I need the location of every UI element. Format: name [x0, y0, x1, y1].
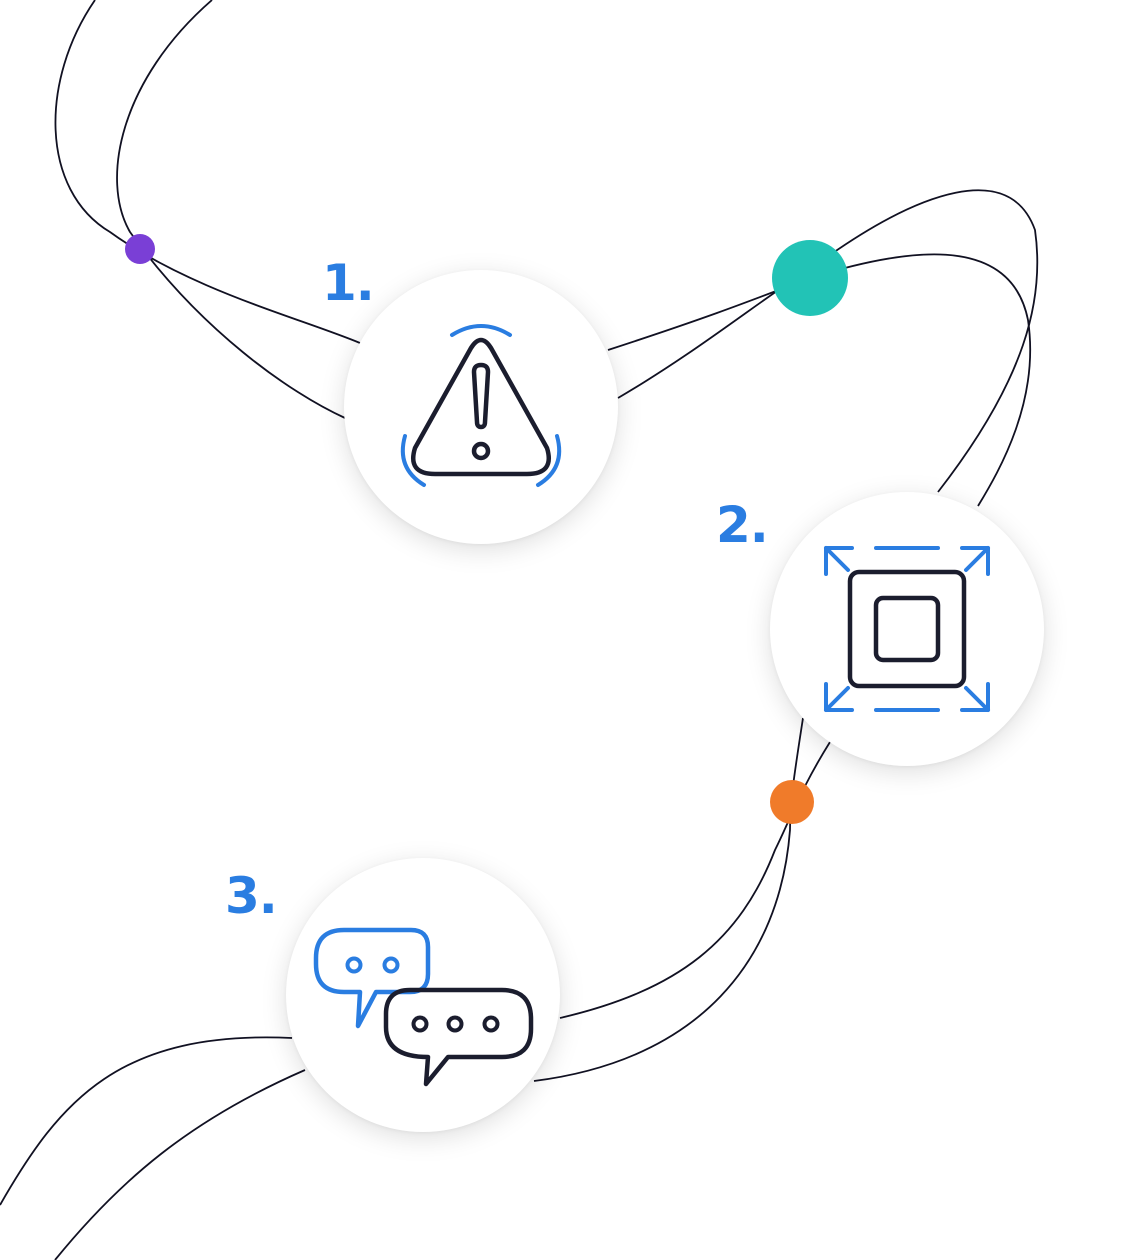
curve-a	[54, 0, 361, 344]
step-number-1: 1.	[322, 254, 375, 312]
expand-square-icon	[824, 546, 990, 712]
warning-triangle-icon	[400, 324, 562, 487]
curve-d	[617, 189, 1039, 493]
curve-b	[116, 0, 346, 419]
curve-h	[54, 1069, 306, 1260]
step-number-3: 3.	[225, 867, 278, 925]
curve-g	[0, 1036, 293, 1206]
step-2-circle	[770, 492, 1044, 766]
dot-teal	[772, 240, 848, 316]
dot-purple	[125, 234, 155, 264]
step-number-2: 2.	[716, 496, 769, 554]
step-3-circle	[286, 858, 560, 1132]
chat-bubbles-icon	[313, 927, 534, 1087]
curve-e	[533, 717, 804, 1082]
step-1-circle	[344, 270, 618, 544]
dot-orange	[770, 780, 814, 824]
curve-c	[607, 253, 1032, 507]
